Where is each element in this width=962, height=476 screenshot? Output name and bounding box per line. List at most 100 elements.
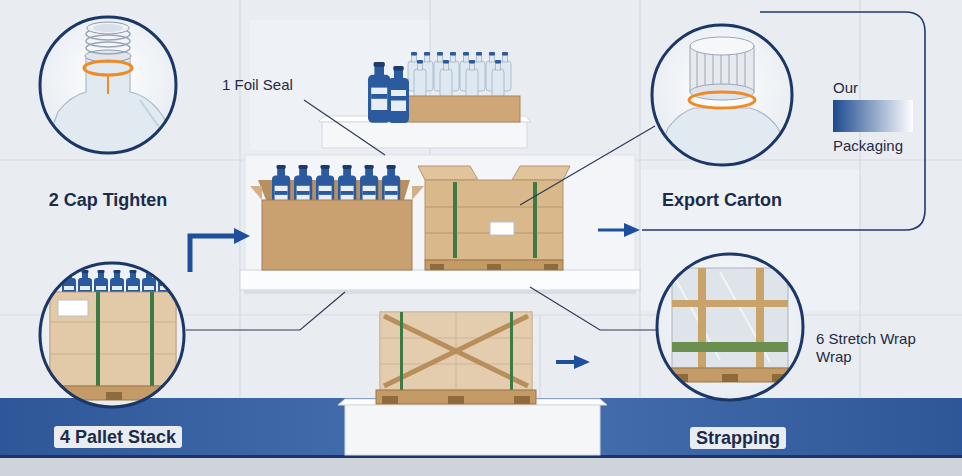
circle-outline — [652, 25, 792, 165]
top-shelf-scene — [318, 52, 531, 148]
circle-outline — [657, 254, 803, 400]
top-shelf-scene-part-part — [388, 66, 409, 123]
circle-outline — [40, 17, 176, 153]
strapping-closeup-part-part — [672, 342, 788, 352]
floor-band-part — [0, 458, 962, 476]
export-cap-closeup — [652, 25, 794, 170]
middle-shelf-scene — [240, 155, 640, 294]
top-shelf-scene-part — [466, 60, 478, 99]
wall-background-part — [0, 0, 962, 398]
callout-label: Packaging — [833, 137, 903, 155]
legend-swatch — [833, 100, 913, 132]
flow-arrows — [190, 223, 640, 369]
export-cap-closeup-part-part — [689, 92, 755, 108]
bottom-pallet-scene — [338, 312, 607, 455]
leader-lines — [186, 100, 656, 330]
pallet-stack-closeup-part-part — [160, 392, 176, 400]
flow-arrows-part — [556, 360, 576, 364]
cap-closeup-part — [40, 22, 180, 160]
step-circle: Export Carton — [602, 25, 842, 211]
middle-shelf-scene-part — [240, 270, 640, 290]
pallet-stack-closeup-part-part — [58, 300, 88, 316]
bottom-pallet-scene-part — [384, 316, 528, 386]
wall-background-part-part — [639, 0, 640, 398]
top-shelf-scene-part — [368, 62, 390, 123]
top-shelf-scene-part — [402, 96, 520, 122]
export-cap-closeup-part-part-part — [736, 50, 738, 90]
pallet-stack-closeup-part-part — [50, 392, 66, 400]
middle-shelf-scene-part — [544, 264, 558, 270]
top-shelf-scene-part — [440, 60, 452, 99]
bottom-pallet-scene-part — [400, 312, 403, 390]
step-label-box: Strapping — [618, 427, 858, 449]
middle-shelf-scene-part — [425, 207, 563, 208]
pallet-stack-closeup-part — [44, 270, 182, 400]
step-label: 2 Cap Tighten — [43, 189, 174, 211]
wall-background-part-part — [539, 315, 540, 398]
step-label-box: 4 Pallet Stack — [0, 426, 238, 448]
legend-frame-part — [642, 12, 925, 230]
top-shelf-scene-part-part — [368, 62, 390, 123]
legend-frame — [642, 12, 925, 230]
middle-shelf-scene-part — [453, 182, 457, 258]
step-label: Strapping — [690, 427, 786, 449]
strapping-closeup-part — [657, 254, 803, 400]
leader-lines-part — [530, 287, 656, 330]
callout-label: 1 Foil Seal — [222, 76, 293, 94]
floor-band-part — [0, 398, 962, 456]
middle-shelf-scene-part — [487, 264, 501, 270]
circle-outline — [0, 17, 228, 157]
bottom-pallet-scene-part — [380, 312, 532, 390]
floor-band — [0, 398, 962, 476]
top-shelf-scene-part — [492, 60, 504, 99]
step-circle: 2 Cap Tighten — [0, 17, 228, 211]
middle-shelf-scene-part — [490, 222, 514, 235]
top-shelf-scene-part — [388, 66, 409, 123]
top-shelf-scene-part — [414, 60, 426, 99]
strapping-closeup-part-part — [666, 368, 794, 382]
bottom-pallet-scene-part — [345, 405, 600, 455]
pallet-stack-closeup-part — [40, 263, 184, 407]
wall-background-part-part — [239, 0, 240, 398]
bottom-pallet-scene-part — [382, 396, 398, 404]
flow-arrows-part — [624, 223, 640, 237]
pallet-stack-closeup-part-part — [50, 292, 176, 386]
pallet-stack-closeup — [40, 263, 184, 407]
middle-shelf-scene-part — [418, 166, 478, 180]
cap-closeup-part-part — [87, 22, 129, 34]
export-cap-closeup-part-part — [690, 37, 754, 55]
middle-shelf-scene-part — [425, 260, 563, 270]
cap-closeup-part-part — [86, 42, 130, 54]
pallet-stack-closeup-part-part — [96, 292, 100, 386]
wall-background — [0, 0, 962, 400]
bottom-pallet-scene-part — [514, 396, 530, 404]
leader-lines-part — [304, 100, 385, 155]
flow-arrows-part — [598, 229, 626, 232]
flow-arrows-part — [574, 355, 590, 369]
leader-lines-part — [186, 292, 345, 330]
strapping-closeup-part-part — [722, 374, 738, 382]
circle-outline — [610, 254, 850, 404]
cap-closeup-part-part — [93, 24, 123, 32]
strapping-closeup-part-part — [756, 268, 764, 368]
cap-closeup-part-part — [86, 35, 130, 47]
cap-closeup-part-part — [40, 56, 180, 160]
middle-shelf-scene-part — [250, 186, 262, 200]
flow-arrows-part — [190, 236, 236, 272]
export-cap-closeup-part — [652, 37, 794, 170]
cap-closeup — [40, 17, 180, 160]
strapping-closeup-part-part — [672, 300, 788, 307]
circle-outline — [0, 263, 232, 411]
callout-label: 6 Stretch Wrap Wrap — [816, 330, 928, 366]
bottom-pallet-scene-part — [510, 312, 513, 390]
flow-arrows-part — [234, 228, 250, 244]
middle-shelf-scene-part — [430, 264, 444, 270]
callout-label: Our — [833, 79, 858, 97]
strapping-closeup-part-part — [698, 268, 706, 368]
step-circle: 4 Pallet Stack — [0, 263, 232, 448]
middle-shelf-scene-part — [244, 290, 636, 294]
middle-shelf-scene-part — [512, 166, 570, 180]
wall-background-part — [0, 0, 962, 400]
top-shelf-scene-part — [322, 122, 527, 148]
